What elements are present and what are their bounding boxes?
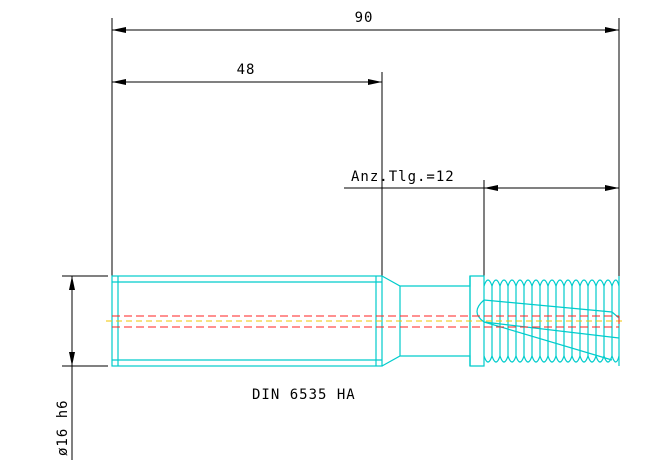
center-axis	[106, 315, 625, 328]
standard-label: DIN 6535 HA	[252, 387, 356, 403]
dimension-shank-diameter: ø16 h6	[55, 275, 108, 460]
shank-diameter-value: ø16 h6	[55, 399, 71, 456]
dimension-shank-length: 48	[112, 62, 383, 278]
thread-note: Anz.Tlg.=12	[351, 169, 455, 185]
dimension-overall-length: 90	[111, 10, 620, 278]
overall-length-value: 90	[355, 10, 374, 26]
dimension-thread-length: Anz.Tlg.=12	[344, 169, 619, 278]
shank-length-value: 48	[237, 62, 256, 78]
